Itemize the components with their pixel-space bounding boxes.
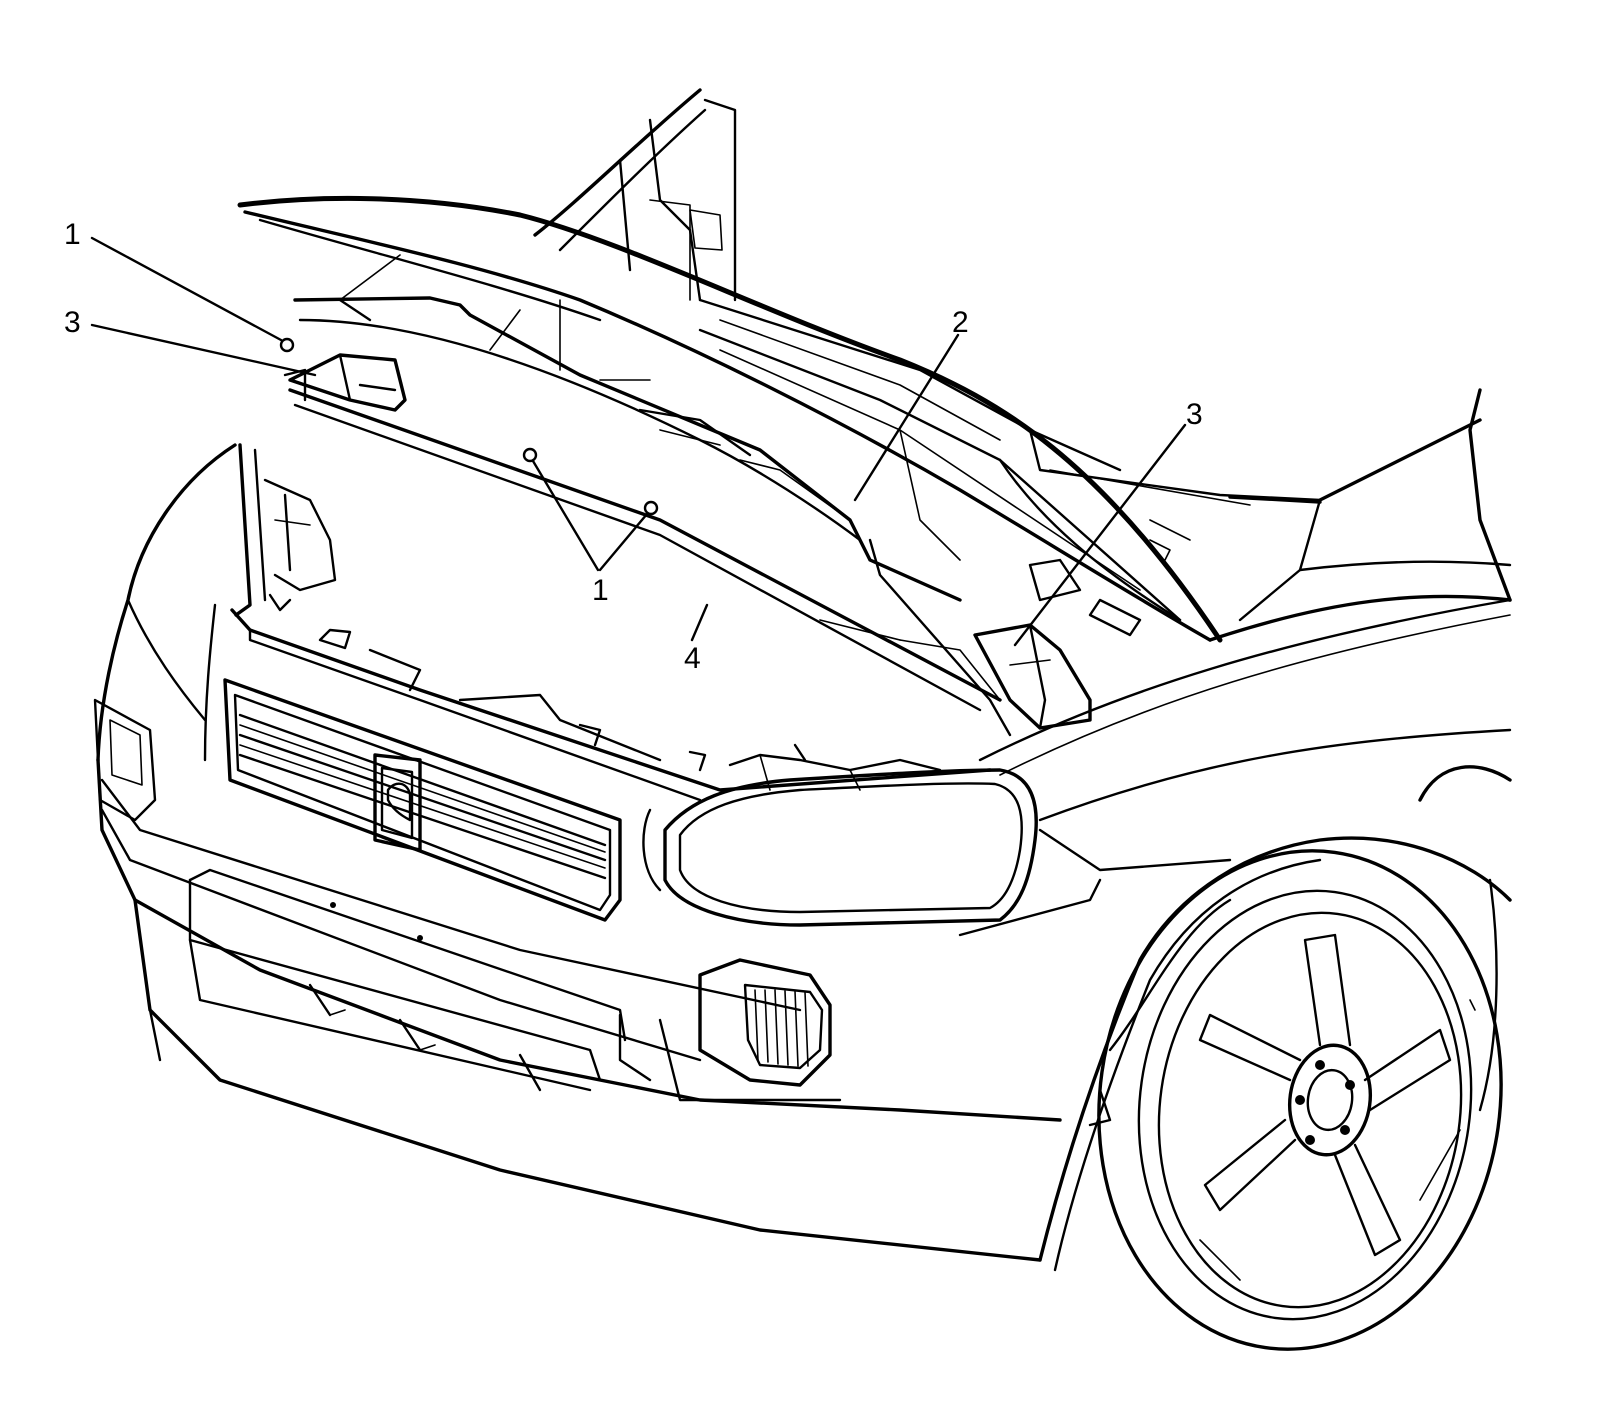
upper-grille (223, 678, 622, 922)
callout-2: 2 (952, 306, 969, 339)
fastener-center-a (522, 447, 538, 463)
fastener-left (279, 337, 295, 353)
right-fender (978, 388, 1512, 822)
leader-3-right (1013, 423, 1187, 647)
fastener-center-b (643, 500, 659, 516)
brand-emblem (373, 753, 422, 852)
air-deflector-seal (283, 296, 1012, 737)
front-wheel-right (1038, 765, 1512, 1351)
front-body (93, 443, 1062, 1262)
leader-1-center-a (531, 459, 600, 572)
fasteners (279, 337, 659, 516)
callout-4: 4 (684, 642, 701, 675)
leader-lines (90, 236, 1187, 647)
callout-3-right: 3 (1186, 398, 1203, 431)
leader-2 (853, 333, 960, 502)
leader-3-left (90, 323, 317, 377)
headlamp-right (642, 768, 1232, 937)
windshield-pillar (533, 88, 1322, 506)
callout-labels: 1 3 2 3 1 4 (64, 218, 1203, 675)
engine-bay (230, 443, 992, 802)
leader-4 (690, 603, 709, 642)
side-bracket-left (288, 353, 407, 412)
callout-3-left: 3 (64, 306, 81, 339)
callout-1-left: 1 (64, 218, 81, 251)
leader-1-left (90, 236, 283, 342)
side-bracket-right (973, 623, 1092, 730)
leader-1-center-b (598, 512, 649, 572)
callout-1-center: 1 (592, 574, 609, 607)
